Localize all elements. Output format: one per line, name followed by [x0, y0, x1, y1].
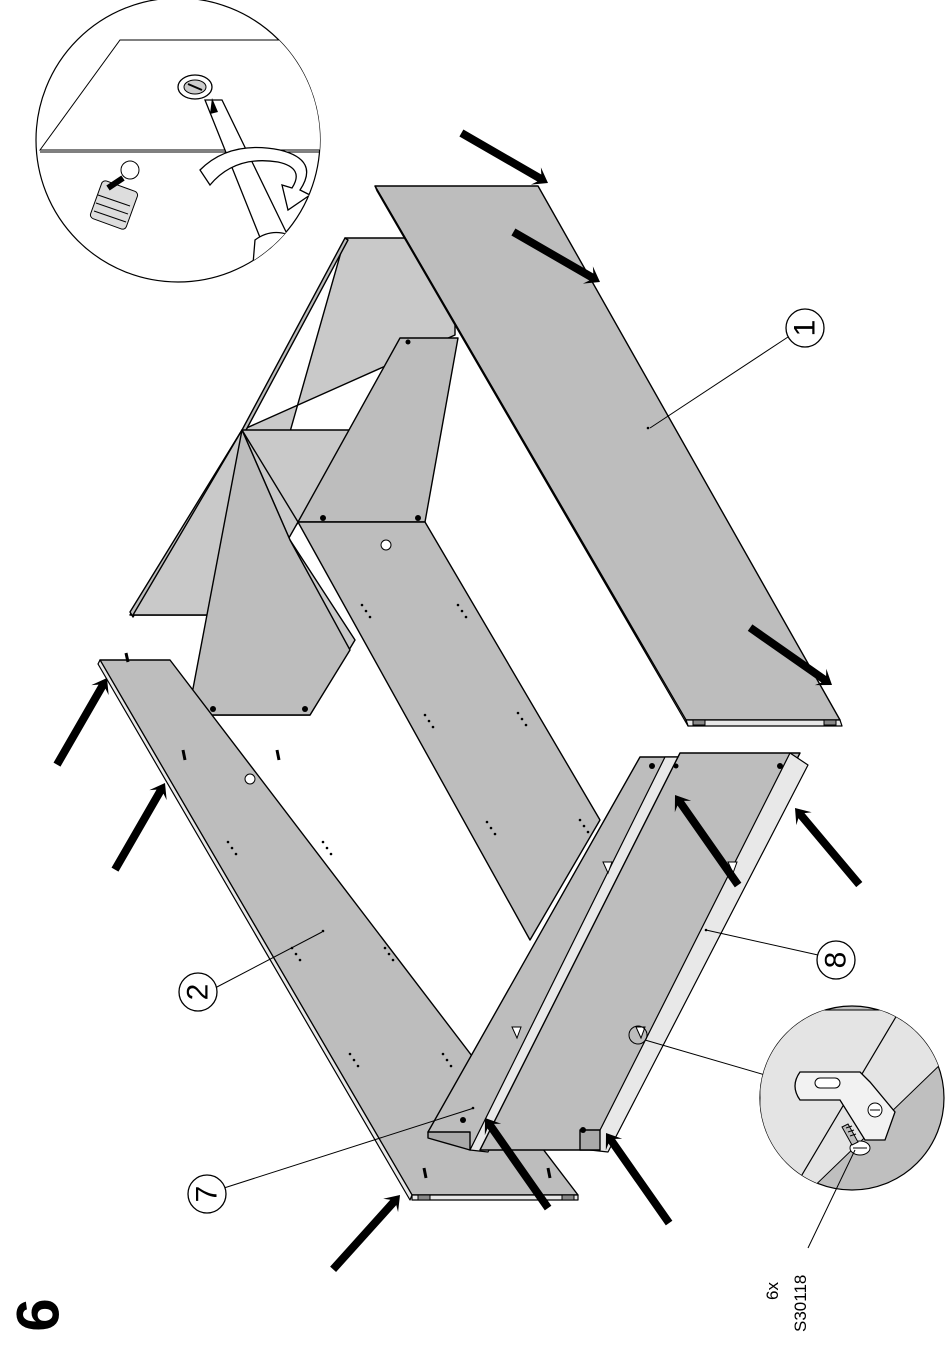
- callout-part-8: 8: [706, 930, 855, 979]
- cam-lock-icon: [178, 75, 212, 99]
- callout-label: 7: [191, 1186, 224, 1203]
- callout-label: 2: [182, 984, 215, 1001]
- arrow-icon: [598, 1127, 677, 1229]
- hardware-code: S30118: [791, 1275, 810, 1332]
- hardware-label: 6x S30118: [763, 1275, 810, 1332]
- arrow-icon: [326, 1188, 408, 1276]
- bracket-detail: [645, 1006, 945, 1248]
- arrow-icon: [48, 673, 115, 770]
- callout-label: 8: [820, 952, 853, 969]
- arrow-icon: [787, 802, 867, 891]
- screwdriver-detail: [36, 0, 330, 300]
- hardware-quantity: 6x: [763, 1282, 782, 1300]
- cam-lock-icon: [245, 774, 255, 784]
- callout-part-1: 1: [650, 309, 824, 428]
- step-number-label: 6: [5, 1298, 72, 1331]
- callout-label: 1: [789, 320, 822, 337]
- cam-lock-icon: [381, 540, 391, 550]
- arrow-icon: [456, 124, 553, 191]
- arrow-icon: [106, 778, 173, 875]
- step-number: 6: [5, 1298, 72, 1331]
